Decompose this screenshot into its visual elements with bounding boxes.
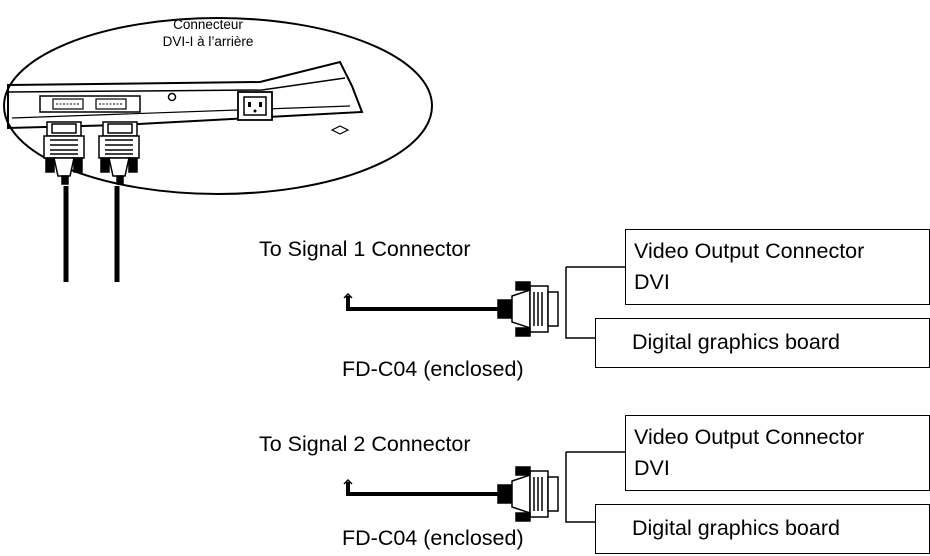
graphics-board-box-2: Digital graphics board bbox=[595, 504, 930, 554]
graphics-board-box-1: Digital graphics board bbox=[595, 318, 930, 368]
monitor-rear-callout bbox=[3, 17, 433, 195]
video-output-box-1-line2: DVI bbox=[634, 270, 670, 294]
cable-1-label: FD-C04 (enclosed) bbox=[342, 357, 524, 381]
signal-2-label: To Signal 2 Connector bbox=[259, 432, 471, 456]
video-output-box-1: Video Output Connector DVI bbox=[625, 229, 930, 305]
graphics-board-box-2-label: Digital graphics board bbox=[632, 516, 840, 540]
cable-2-label: FD-C04 (enclosed) bbox=[342, 526, 524, 550]
graphics-board-box-1-label: Digital graphics board bbox=[632, 330, 840, 354]
dvi-plug-left bbox=[43, 121, 85, 185]
connection-2-artwork bbox=[343, 451, 625, 523]
dvi-plug-right bbox=[98, 121, 140, 185]
video-output-box-2-line2: DVI bbox=[634, 456, 670, 480]
rear-connector-label-line1: Connecteur bbox=[173, 17, 243, 32]
video-output-box-2-line1: Video Output Connector bbox=[634, 425, 865, 449]
signal-1-label: To Signal 1 Connector bbox=[259, 237, 471, 261]
rear-connector-label: Connecteur DVI-I à l’arrière bbox=[133, 16, 283, 50]
connection-1-artwork bbox=[343, 266, 625, 339]
video-output-box-1-line1: Video Output Connector bbox=[634, 239, 865, 263]
video-output-box-2: Video Output Connector DVI bbox=[625, 415, 930, 491]
rear-connector-label-line2: DVI-I à l’arrière bbox=[162, 34, 254, 49]
